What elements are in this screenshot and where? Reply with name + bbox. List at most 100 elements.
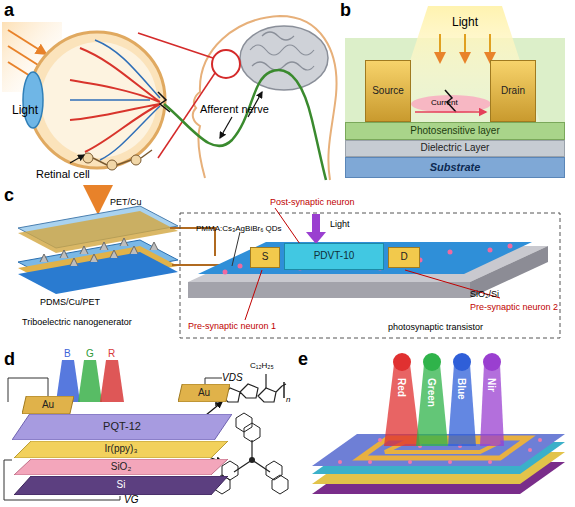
eye-brain-illustration-part	[70, 40, 160, 160]
material-label: SiO₂/Si	[470, 290, 499, 300]
panel-letter: e	[298, 350, 308, 370]
electrode-box: Source	[365, 60, 411, 122]
neuron-label: Pre-synaptic neuron 2	[470, 303, 558, 313]
slab-shape	[22, 396, 74, 414]
eye-brain-illustration-part	[131, 155, 141, 165]
teng-photosynapse-illustration-part-part	[488, 248, 493, 253]
teng-photosynapse-illustration-part	[232, 232, 240, 266]
multispectral-array-illustration-part-part	[538, 438, 542, 442]
light-label: Light	[452, 16, 478, 29]
teng-photosynapse-illustration-part	[223, 244, 513, 275]
organic-phototransistor-illustration-part	[100, 360, 124, 402]
node-label: Ir(ppy)₃	[105, 444, 138, 455]
material-label: PDMS/Cu/PET	[40, 298, 100, 308]
node-label: Photosensitive layer	[410, 126, 500, 137]
channel-box: PDVT-10	[284, 243, 384, 270]
node-label: Drain	[501, 86, 525, 97]
teng-photosynapse-illustration-part	[198, 242, 532, 274]
organic-phototransistor-illustration-part	[236, 413, 260, 442]
multispectral-array-illustration-part-part	[488, 460, 492, 464]
phototransistor-illustration	[345, 6, 565, 122]
layer-slab: Si	[14, 476, 228, 495]
eye-brain-illustration-part	[164, 70, 326, 180]
teng-photosynapse-illustration-part	[40, 238, 158, 266]
panel-letter: d	[4, 350, 15, 370]
multispectral-array-illustration-part-part	[408, 460, 412, 464]
node-label: Dielectric Layer	[421, 143, 490, 154]
electrode-slab: Au	[22, 396, 74, 414]
node-label: D	[400, 252, 407, 263]
organic-phototransistor-illustration-part	[234, 440, 270, 472]
color-label: G	[86, 348, 94, 359]
node-label: Au	[198, 388, 210, 399]
slab-shape	[178, 384, 230, 402]
multispectral-array-illustration-part-part	[378, 438, 382, 442]
node-label: S	[262, 252, 269, 263]
teng-photosynapse-illustration-part-part	[238, 264, 243, 269]
slab-shape	[14, 476, 228, 495]
multispectral-array-illustration-part	[393, 353, 411, 371]
signal-name: Current	[431, 99, 458, 108]
layer-band: Dielectric Layer	[345, 140, 565, 157]
slab-shape	[14, 441, 228, 458]
beam-label: Blue	[456, 378, 467, 400]
electrode-slab: Au	[178, 384, 230, 402]
chemical-formula: n	[286, 396, 290, 405]
panel-letter: c	[4, 186, 14, 206]
organic-phototransistor-illustration-part	[265, 374, 266, 388]
eye-brain-illustration-part	[158, 73, 215, 158]
eye-brain-illustration-part	[70, 155, 84, 163]
teng-photosynapse-illustration-part-part	[508, 244, 513, 249]
beam-label: Nir	[486, 378, 497, 392]
voltage-name: VDS	[222, 372, 243, 383]
multispectral-array-illustration-part-part	[448, 460, 452, 464]
chemical-formula: C₁₂H₂₅	[250, 362, 274, 371]
electrode-box: D	[388, 247, 420, 268]
layer-slab: SiO₂	[14, 459, 228, 475]
slab-shape	[14, 459, 228, 475]
multispectral-array-illustration-part	[453, 353, 471, 371]
eye-brain-illustration-part	[23, 72, 43, 128]
eye-brain-illustration-part	[240, 26, 328, 90]
voltage-name: VG	[124, 494, 138, 505]
eye-brain-illustration-part	[220, 117, 232, 138]
material-label: PMMA:Cs₃AgBiBr₆ QDs	[196, 225, 282, 234]
light-label: Light	[330, 220, 350, 230]
node-label: PQT-12	[103, 421, 141, 433]
organic-phototransistor-illustration-part	[222, 384, 282, 402]
eye-brain-illustration-part	[83, 153, 93, 163]
phototransistor-illustration-part	[415, 111, 486, 113]
node-label: Au	[42, 400, 54, 411]
multispectral-array-illustration-part	[448, 364, 476, 446]
teng-photosynapse-illustration-part	[96, 190, 101, 210]
multispectral-array-illustration-part-part	[338, 460, 342, 464]
phototransistor-illustration-part	[464, 34, 466, 62]
eye-brain-illustration-part	[193, 16, 337, 180]
phototransistor-illustration-part	[489, 34, 491, 62]
node-label: SiO₂	[111, 462, 132, 473]
material-label: PET/Cu	[110, 198, 142, 208]
eye-brain-illustration-part	[250, 32, 314, 70]
layer-slab: Ir(ppy)₃	[14, 441, 228, 458]
layer-band: Substrate	[345, 157, 565, 178]
eye-brain-illustration-part	[29, 32, 165, 168]
layer-slab: PQT-12	[12, 414, 232, 440]
node-label: PDVT-10	[314, 251, 355, 262]
teng-photosynapse-illustration-part	[188, 282, 470, 298]
eye-brain-illustration-part	[138, 33, 213, 58]
electrode-box: S	[250, 247, 280, 268]
node-label: Substrate	[430, 162, 481, 174]
layer-band: Photosensitive layer	[345, 122, 565, 140]
multispectral-array-illustration-part-part	[528, 448, 532, 452]
multispectral-array-illustration	[312, 353, 565, 494]
multispectral-array-illustration-part	[416, 364, 448, 446]
organic-phototransistor-illustration	[4, 360, 288, 500]
teng-photosynapse-illustration-part	[180, 213, 560, 338]
teng-photosynapse-illustration-part-part	[448, 250, 453, 255]
part-name: Afferent nerve	[200, 103, 269, 115]
panel-letter: a	[4, 1, 14, 21]
electrode-box: Drain	[490, 60, 536, 122]
neuron-label: Post-synaptic neuron	[270, 198, 355, 208]
part-name: Triboelectric nanogenerator	[22, 318, 132, 328]
node-label: Si	[117, 480, 126, 491]
